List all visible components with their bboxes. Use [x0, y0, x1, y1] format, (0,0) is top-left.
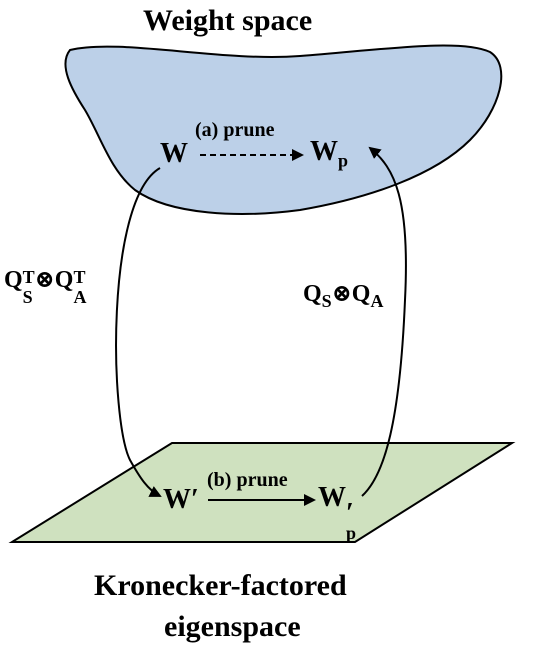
- node-w: W: [160, 140, 188, 168]
- eigenspace-title-line2: eigenspace: [164, 610, 301, 643]
- backward-q1: Q: [303, 281, 322, 307]
- backward-q2-sub: A: [370, 290, 384, 311]
- eigenspace-title-line1: Kronecker-factored: [94, 569, 347, 602]
- weight-space-region: [64, 44, 503, 215]
- backward-q1-sub: S: [321, 290, 332, 311]
- forward-q1-sub: S: [22, 287, 33, 307]
- backward-transform-arrow: [361, 146, 407, 497]
- forward-otimes: ⊗: [34, 267, 55, 293]
- node-wp: Wp: [310, 138, 348, 170]
- backward-transform-label: QS⊗QA: [303, 282, 383, 310]
- forward-q1-sup: T: [22, 267, 35, 287]
- prune-a-label: (a) prune: [195, 119, 275, 141]
- backward-otimes: ⊗: [331, 281, 352, 307]
- node-wp-prime-subscript: p: [346, 523, 357, 543]
- prune-b-label: (b) prune: [207, 469, 288, 491]
- eigenspace-region: [8, 442, 516, 543]
- weight-space-title: Weight space: [143, 4, 313, 37]
- forward-q1: Q: [4, 267, 23, 293]
- node-w-prime-mark: ′: [191, 484, 199, 515]
- node-wp-prime-mark: ′: [346, 498, 354, 529]
- node-w-prime: W′: [163, 486, 199, 514]
- backward-q2: Q: [351, 281, 371, 307]
- node-wp-prime: W ′ p: [318, 482, 358, 543]
- forward-transform-arrow: [115, 167, 162, 497]
- node-wp-label: W: [310, 136, 338, 167]
- forward-q2-sub: A: [73, 287, 87, 307]
- forward-q2: Q: [54, 267, 74, 293]
- node-w-prime-label: W: [163, 484, 191, 515]
- node-wp-prime-label: W: [318, 482, 346, 513]
- node-w-label: W: [160, 138, 188, 169]
- forward-q2-sup: T: [73, 267, 86, 287]
- node-wp-subscript: p: [338, 150, 349, 171]
